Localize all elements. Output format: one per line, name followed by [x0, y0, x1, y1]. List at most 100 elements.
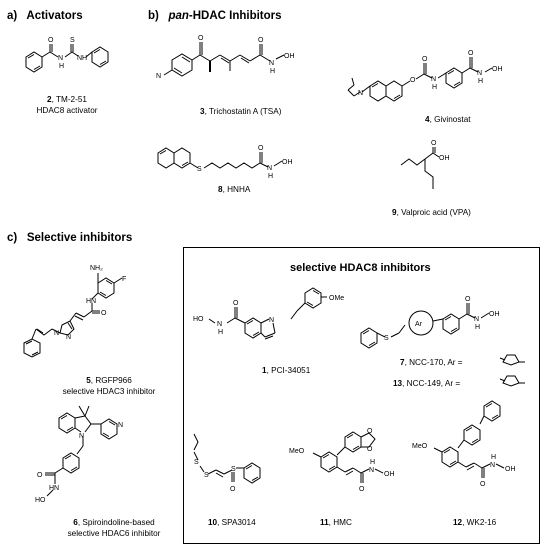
atom-N: N	[58, 55, 63, 62]
atom-N-diethyl: N	[358, 90, 363, 97]
atom-O: O	[37, 472, 43, 479]
atom-N-hydroxamate: N	[477, 70, 482, 77]
compound-2-name: , TM-2-51	[51, 95, 87, 104]
section-b-title-italic: pan	[168, 10, 189, 22]
atom-S1: S	[194, 459, 199, 466]
compound-13-number: 13	[393, 379, 403, 388]
section-a-letter: a)	[7, 10, 18, 22]
atom-OH: OH	[439, 155, 450, 162]
atom-OH: OH	[284, 53, 295, 60]
compound-8-number: 8	[218, 185, 223, 194]
compound-9-number: 9	[392, 208, 397, 217]
atom-H: H	[59, 63, 64, 70]
atom-H: H	[432, 84, 437, 91]
atom-O: O	[465, 296, 471, 303]
atom-O: O	[258, 145, 264, 152]
structure-6: N N O HN HO	[35, 405, 123, 504]
thiophene-ring-icon	[499, 354, 525, 366]
atom-N: N	[267, 165, 272, 172]
structure-2: O S N H NH	[25, 37, 109, 73]
compound-7-name: , NCC-170, Ar =	[404, 358, 463, 367]
atom-O-acid: O	[258, 37, 264, 44]
caption-5: 5, RGFP966 selective HDAC3 inhibitor	[50, 376, 168, 397]
structure-4: N O O N H O N H OH	[347, 50, 503, 102]
atom-HO: HO	[35, 497, 46, 504]
atom-O: O	[101, 310, 107, 317]
compound-4-name: , Givinostat	[429, 115, 471, 124]
atom-O-dioxole2: O	[367, 446, 373, 453]
atom-NH: NH	[77, 55, 87, 62]
atom-HN: HN	[49, 485, 59, 492]
atom-N: N	[474, 316, 479, 323]
atom-N-pyrazole: N	[66, 334, 71, 341]
atom-N-hydroxamate: N	[217, 321, 222, 328]
compound-6-desc: selective HDAC6 inhibitor	[67, 528, 161, 538]
atom-N-carbamate: N	[431, 76, 436, 83]
hdac8-box-title: selective HDAC8 inhibitors	[290, 262, 431, 274]
section-b-letter: b)	[148, 10, 159, 22]
atom-H: H	[218, 329, 223, 336]
atom-N-indole: N	[269, 317, 274, 324]
atom-H2: H	[478, 78, 483, 85]
compound-10-number: 10	[208, 518, 218, 527]
atom-O: O	[359, 486, 365, 493]
section-b-title: -HDAC Inhibitors	[188, 10, 282, 22]
atom-S3: S	[231, 466, 236, 473]
caption-9: 9, Valproic acid (VPA)	[392, 208, 471, 219]
hdac8-box	[183, 247, 540, 544]
atom-H: H	[475, 324, 480, 331]
caption-12: 12, WK2-16	[453, 518, 496, 529]
atom-S: S	[197, 166, 202, 173]
atom-N-pyrazole2: N	[54, 330, 59, 337]
compound-8-name: , HNHA	[222, 185, 251, 194]
atom-OMe: OMe	[329, 295, 344, 302]
compound-12-name: , WK2-16	[462, 518, 497, 527]
atom-NH: HN	[86, 298, 96, 305]
caption-11: 11, HMC	[320, 518, 352, 529]
structure-11: O O MeO O N H OH	[289, 428, 395, 493]
atom-O-ketone: O	[198, 35, 204, 42]
atom-H: H	[370, 459, 375, 466]
atom-S: S	[70, 37, 75, 44]
compound-5-number: 5	[86, 376, 91, 385]
caption-8: 8, HNHA	[218, 185, 250, 196]
structure-1: OMe N O N H HO	[193, 287, 344, 340]
atom-MeO: MeO	[289, 448, 305, 455]
compound-3-name: , Trichostatin A (TSA)	[204, 107, 282, 116]
atom-O-dioxole1: O	[367, 428, 373, 435]
compound-1-name: , PCI-34051	[266, 366, 311, 375]
atom-N: N	[490, 462, 495, 469]
atom-H: H	[491, 454, 496, 461]
atom-S2: S	[204, 472, 209, 479]
compound-11-name: , HMC	[328, 518, 352, 527]
atom-H: H	[268, 173, 273, 180]
caption-4: 4, Givinostat	[425, 115, 471, 126]
atom-OH: OH	[505, 466, 516, 473]
compound-1-number: 1	[262, 366, 267, 375]
atom-OH: OH	[489, 311, 500, 318]
caption-3: 3, Trichostatin A (TSA)	[200, 107, 281, 118]
atom-O: O	[480, 481, 486, 488]
atom-O: O	[48, 37, 54, 44]
compound-10-name: , SPA3014	[217, 518, 256, 527]
section-c-title: Selective inhibitors	[26, 232, 133, 244]
structure-7: S Ar O N H OH	[360, 296, 500, 349]
atom-O: O	[230, 486, 236, 493]
caption-13: 13, NCC-149, Ar =	[393, 379, 460, 390]
section-b-header: b) pan-HDAC Inhibitors	[148, 10, 282, 22]
atom-N-hydroxamate: N	[269, 60, 274, 67]
section-c-letter: c)	[7, 232, 18, 244]
atom-O: O	[431, 140, 437, 147]
atom-NH2: NH₂	[90, 265, 103, 272]
atom-S: S	[384, 335, 389, 342]
compound-2-desc: HDAC8 activator	[36, 105, 98, 115]
caption-6: 6, Spiroindoline-based selective HDAC6 i…	[55, 518, 173, 539]
structure-12: MeO O N H OH	[412, 400, 516, 488]
atom-OH: OH	[282, 159, 293, 166]
compound-7-number: 7	[400, 358, 405, 367]
atom-O-carbamate: O	[422, 56, 428, 63]
atom-N-indoline: N	[79, 433, 84, 440]
atom-HO: HO	[193, 316, 204, 323]
compound-5-desc: selective HDAC3 inhibitor	[62, 386, 156, 396]
atom-N: N	[369, 467, 374, 474]
